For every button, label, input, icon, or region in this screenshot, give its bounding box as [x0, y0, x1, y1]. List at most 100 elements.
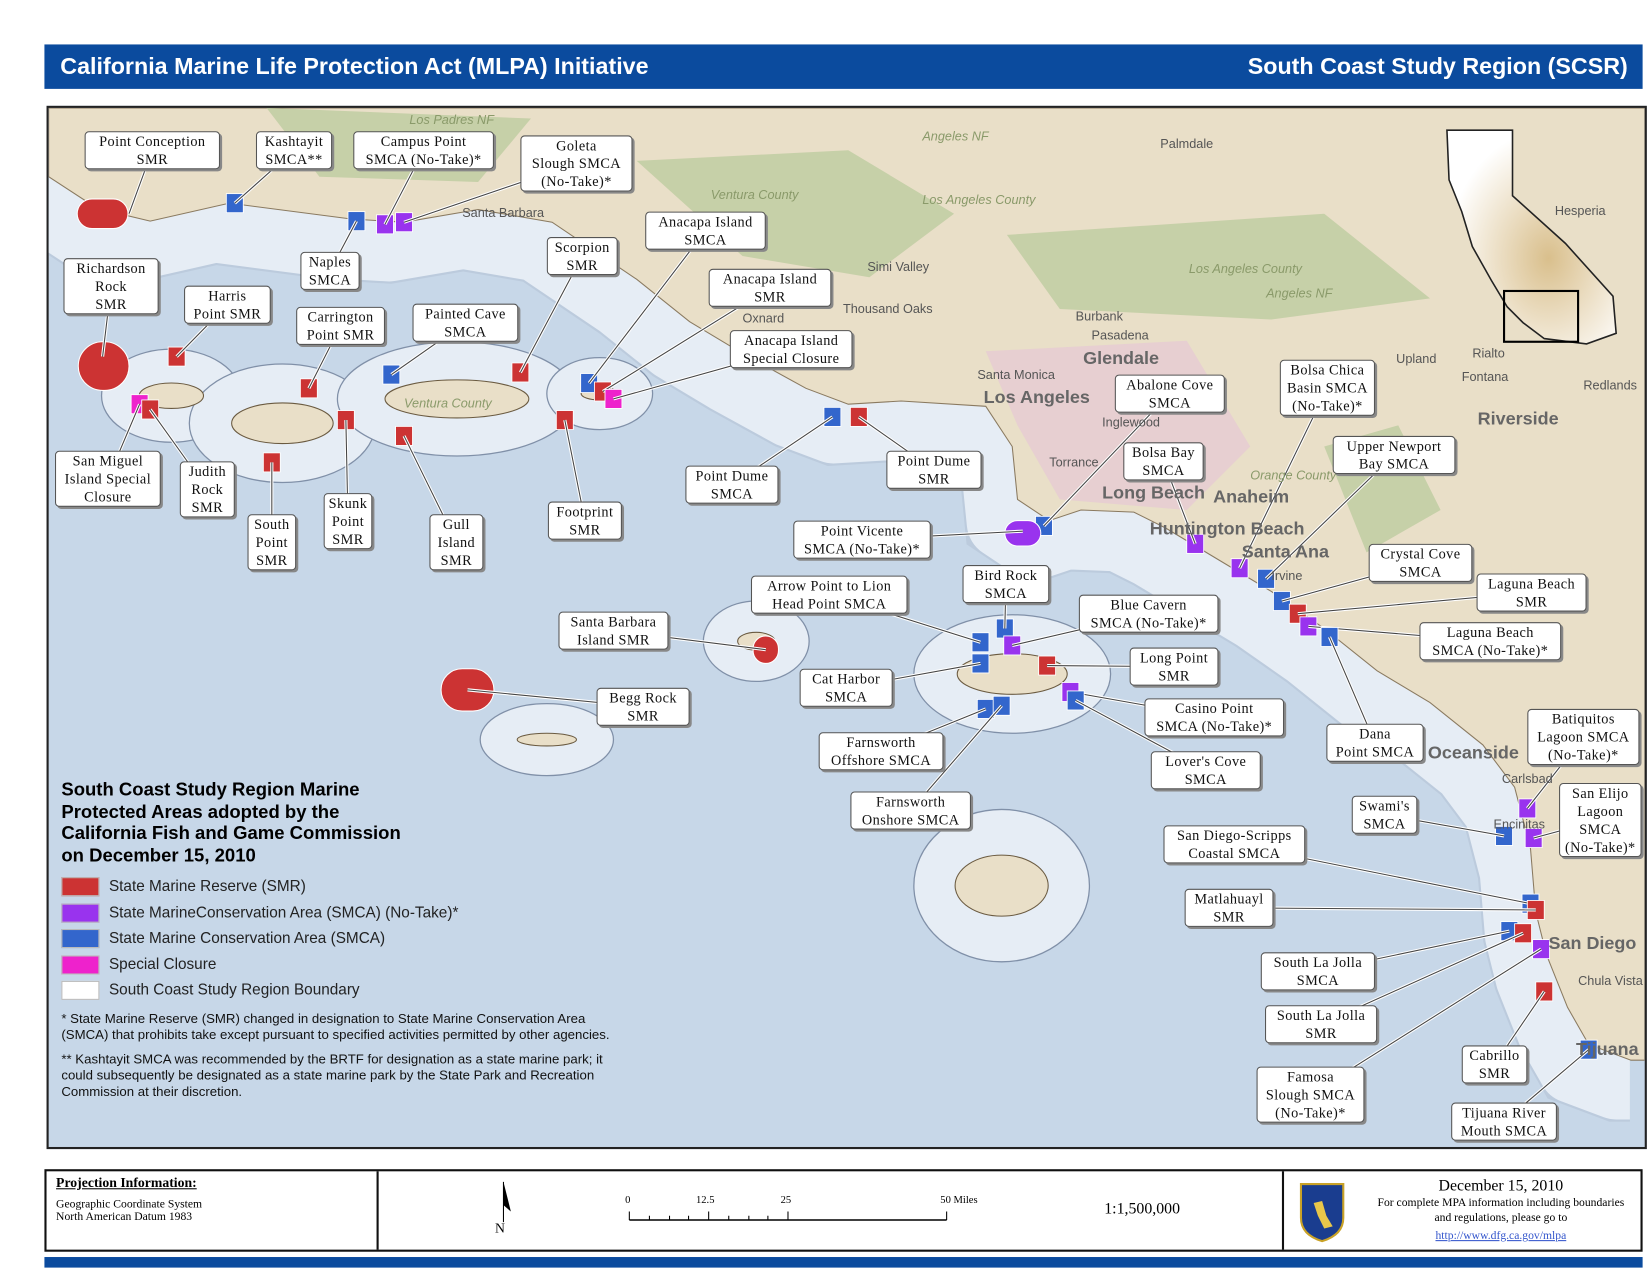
- mpa-label: Campus Point SMCA (No-Take)*: [353, 131, 494, 170]
- mpa-label: Bolsa Bay SMCA: [1123, 442, 1204, 481]
- projection-datum: North American Datum 1983: [56, 1210, 193, 1224]
- legend-label: State Marine Conservation Area (SMCA): [108, 930, 386, 948]
- island: [231, 402, 334, 445]
- info-panel: December 15, 2010 For complete MPA infor…: [1284, 1171, 1640, 1249]
- header-region: South Coast Study Region (SCSR): [1247, 52, 1628, 80]
- place-name: Simi Valley: [867, 259, 930, 275]
- place-name: Angeles NF: [922, 129, 989, 144]
- mpa-label: Point Dume SMR: [886, 450, 982, 489]
- mpa-label: Judith Rock SMR: [179, 461, 235, 518]
- legend-swatch: [61, 955, 100, 975]
- place-name: Oxnard: [742, 311, 785, 326]
- mpa-label: Point Vicente SMCA (No-Take)*: [793, 520, 931, 559]
- scale-bar: 0 12.5 25 50 Miles: [625, 1194, 978, 1227]
- mpa-label: Footprint SMR: [547, 501, 622, 540]
- mpa-label: San Diego-Scripps Coastal SMCA: [1163, 825, 1306, 864]
- mpa-label: Laguna Beach SMR: [1476, 573, 1587, 612]
- projection-info: Projection Information: Geographic Coord…: [47, 1171, 379, 1250]
- mpa-label: Anacapa Island SMR: [708, 268, 832, 307]
- scale-tick: 50 Miles: [940, 1194, 978, 1207]
- place-name: Huntington Beach: [1149, 518, 1305, 539]
- legend-item: Special Closure: [61, 952, 611, 978]
- forest-area: [636, 150, 955, 278]
- mpa-label: Point Dume SMCA: [685, 465, 779, 504]
- island: [384, 379, 530, 419]
- place-name: Upland: [1396, 351, 1437, 367]
- projection-system: Geographic Coordinate System: [56, 1197, 203, 1211]
- mpa-label: San Miguel Island Special Closure: [55, 450, 161, 507]
- forest-area: [1006, 213, 1431, 320]
- place-name: Fontana: [1461, 369, 1509, 385]
- mpa-label: South La Jolla SMCA: [1260, 952, 1376, 991]
- mpa-label: Batiquitos Lagoon SMCA (No-Take)*: [1527, 708, 1640, 766]
- dfg-badge-logo: [1299, 1182, 1345, 1243]
- place-name: Palmdale: [1160, 136, 1214, 152]
- mpa-area-smr: [299, 378, 318, 399]
- place-name: Santa Barbara: [462, 205, 545, 221]
- mpa-label: Bird Rock SMCA: [962, 565, 1050, 604]
- mpa-label: Goleta Slough SMCA (No-Take)*: [520, 135, 633, 192]
- footer: Projection Information: Geographic Coord…: [44, 1169, 1643, 1252]
- mpa-label: Swami's SMCA: [1351, 795, 1418, 834]
- place-name: Los Angeles: [983, 387, 1090, 408]
- footer-bar: [44, 1257, 1643, 1268]
- mpa-label: Richardson Rock SMR: [63, 258, 159, 315]
- mlpa-link[interactable]: http://www.dfg.ca.gov/mlpa: [1435, 1229, 1567, 1243]
- mpa-label: South Point SMR: [247, 514, 297, 571]
- place-name: Orange County: [1250, 467, 1337, 483]
- mpa-label: Crystal Cove SMCA: [1368, 543, 1473, 582]
- mpa-label: Dana Point SMCA: [1326, 723, 1424, 762]
- legend-swatch: [61, 903, 100, 923]
- legend-item: South Coast Study Region Boundary: [61, 978, 611, 1004]
- north-arrow-icon: [502, 1181, 511, 1223]
- place-name: Encinitas: [1493, 816, 1545, 832]
- mpa-label: Lover's Cove SMCA: [1150, 751, 1261, 790]
- mpa-area-smr: [76, 198, 129, 230]
- mpa-label: Santa Barbara Island SMR: [558, 611, 669, 650]
- mpa-label: Carrington Point SMR: [296, 306, 386, 345]
- projection-title: Projection Information:: [56, 1174, 197, 1191]
- legend-item: State Marine Reserve (SMR): [61, 874, 611, 900]
- legend-label: State MarineConservation Area (SMCA) (No…: [108, 904, 459, 922]
- place-name: Torrance: [1049, 454, 1099, 470]
- header-title: California Marine Life Protection Act (M…: [60, 52, 649, 80]
- legend: South Coast Study Region Marine Protecte…: [61, 779, 611, 1101]
- place-name: Irvine: [1271, 568, 1303, 584]
- legend-note-2: ** Kashtayit SMCA was recommended by the…: [61, 1051, 603, 1099]
- california-inset-map: [1446, 129, 1618, 345]
- mpa-label: Abalone Cove SMCA: [1114, 374, 1225, 413]
- place-name: Rialto: [1472, 345, 1505, 361]
- scale-tick: 0: [625, 1194, 631, 1207]
- basemap: [48, 107, 1645, 1123]
- place-name: Tijuana: [1575, 1039, 1639, 1060]
- place-name: Anaheim: [1213, 486, 1290, 507]
- mpa-label: Painted Cave SMCA: [412, 303, 519, 342]
- mpa-label: Kashtayit SMCA**: [255, 131, 333, 170]
- place-name: Riverside: [1477, 408, 1559, 429]
- mpa-label: Anacapa Island Special Closure: [729, 330, 853, 369]
- place-name: Santa Monica: [977, 367, 1055, 382]
- place-name: Chula Vista: [1578, 973, 1643, 989]
- mpa-area-smca: [382, 364, 401, 385]
- legend-swatch: [61, 981, 100, 1001]
- place-name: Los Angeles County: [1188, 261, 1302, 277]
- mpa-label: Scorpion SMR: [546, 237, 618, 276]
- legend-label: State Marine Reserve (SMR): [108, 878, 306, 896]
- legend-item: State Marine Conservation Area (SMCA): [61, 926, 611, 952]
- mpa-label: Harris Point SMR: [184, 285, 271, 324]
- mpa-label: Laguna Beach SMCA (No-Take)*: [1419, 622, 1562, 661]
- mpa-label: Matlahuayl SMR: [1184, 888, 1274, 927]
- place-name: Thousand Oaks: [842, 301, 933, 317]
- mpa-label: Cabrillo SMR: [1461, 1045, 1528, 1084]
- legend-label: South Coast Study Region Boundary: [108, 982, 360, 1000]
- mpa-label: Long Point SMR: [1129, 647, 1219, 686]
- mpa-label: Skunk Point SMR: [323, 493, 373, 550]
- place-name: Inglewood: [1102, 414, 1160, 430]
- place-name: Angeles NF: [1266, 285, 1333, 301]
- footer-date: December 15, 2010: [1438, 1177, 1564, 1195]
- mpa-area-smca: [1066, 690, 1085, 711]
- legend-swatch: [61, 877, 100, 897]
- mpa-area-notake: [376, 214, 394, 235]
- north-label: N: [495, 1219, 505, 1236]
- mpa-label: Tijuana River Mouth SMCA: [1451, 1102, 1557, 1141]
